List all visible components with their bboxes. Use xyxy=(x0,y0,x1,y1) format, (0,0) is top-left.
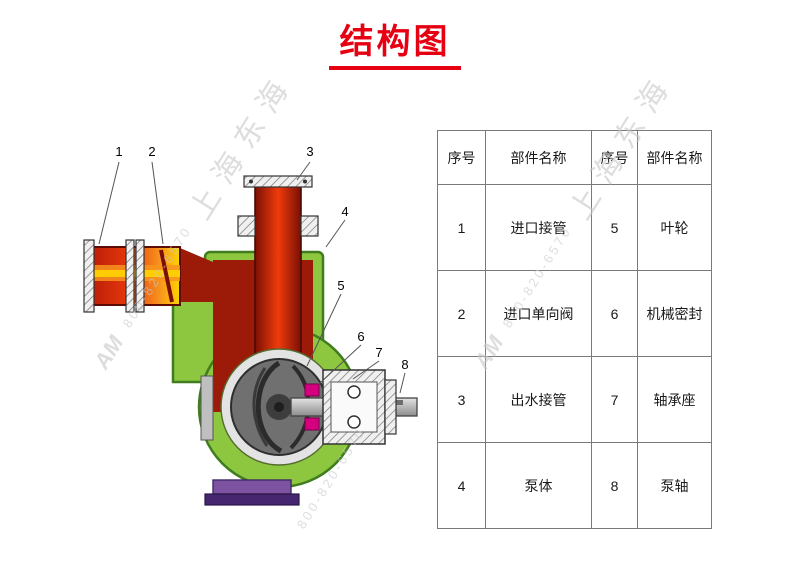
bearing-housing xyxy=(322,369,397,445)
leader-4 xyxy=(325,219,346,248)
pump-structure-diagram: 1 2 3 4 5 6 7 8 xyxy=(55,130,425,535)
title-underline xyxy=(329,66,461,70)
callout-8: 8 xyxy=(401,357,408,372)
inlet-pipe xyxy=(83,239,181,313)
pump-diagram-svg: 1 2 3 4 5 6 7 8 xyxy=(83,144,418,506)
callout-5: 5 xyxy=(337,278,344,293)
callout-1: 1 xyxy=(115,144,122,159)
table-header-row: 序号 部件名称 序号 部件名称 xyxy=(437,130,712,185)
cell-index: 2 xyxy=(437,270,486,357)
leader-6 xyxy=(318,344,362,385)
leader-8 xyxy=(399,372,406,394)
leader-1 xyxy=(98,161,120,245)
header-index-2: 序号 xyxy=(591,130,638,185)
impeller-blade-1 xyxy=(255,360,283,454)
cell-index: 4 xyxy=(437,442,486,529)
check-valve-flap xyxy=(159,249,174,303)
cell-part-name: 进口单向阀 xyxy=(485,270,592,357)
impeller-blade-3 xyxy=(252,367,269,447)
page-title: 结构图 xyxy=(339,23,451,61)
callout-4: 4 xyxy=(341,204,348,219)
cell-index: 7 xyxy=(591,356,638,443)
bearing-ball-top xyxy=(347,385,361,399)
casing-neck-flange-right xyxy=(300,215,319,237)
flange-bolt-right xyxy=(303,179,307,184)
callouts: 1 2 3 4 5 6 7 8 xyxy=(98,144,409,394)
header-part-name-2: 部件名称 xyxy=(637,130,712,185)
callout-6: 6 xyxy=(357,329,364,344)
cell-index: 6 xyxy=(591,270,638,357)
parts-table: 序号 部件名称 序号 部件名称 1 进口接管 5 叶轮 2 进口单向阀 6 机械… xyxy=(437,130,712,529)
cell-index: 1 xyxy=(437,184,486,271)
table-row: 4 泵体 8 泵轴 xyxy=(437,442,712,529)
table-row: 3 出水接管 7 轴承座 xyxy=(437,356,712,443)
leader-2 xyxy=(151,161,164,245)
bearing-end-cap xyxy=(384,379,397,435)
base-block xyxy=(212,479,292,495)
inlet-flange-joint-a xyxy=(125,239,135,313)
impeller-hub-center xyxy=(274,402,284,412)
discharge-top-flange xyxy=(243,175,313,188)
cell-part-name: 轴承座 xyxy=(637,356,712,443)
cell-part-name: 机械密封 xyxy=(637,270,712,357)
seal-lower xyxy=(304,417,320,431)
cell-part-name: 叶轮 xyxy=(637,184,712,271)
cell-index: 3 xyxy=(437,356,486,443)
mechanical-seal xyxy=(304,383,320,431)
cell-part-name: 出水接管 xyxy=(485,356,592,443)
table-row: 1 进口接管 5 叶轮 xyxy=(437,184,712,271)
leader-5 xyxy=(306,293,342,367)
flange-bolt-left xyxy=(249,179,253,184)
cell-index: 8 xyxy=(591,442,638,529)
callout-3: 3 xyxy=(306,144,313,159)
leader-3 xyxy=(296,161,311,181)
cell-part-name: 进口接管 xyxy=(485,184,592,271)
table-row: 2 进口单向阀 6 机械密封 xyxy=(437,270,712,357)
suction-cover xyxy=(200,375,214,441)
header-index-1: 序号 xyxy=(437,130,486,185)
pump-base xyxy=(204,479,300,506)
base-plate xyxy=(204,493,300,506)
cell-part-name: 泵体 xyxy=(485,442,592,529)
inlet-flange-joint-b xyxy=(135,239,145,313)
cell-part-name: 泵轴 xyxy=(637,442,712,529)
fluid-elbow xyxy=(180,248,213,302)
inlet-flange-left xyxy=(83,239,95,313)
leader-7 xyxy=(352,360,380,380)
seal-upper xyxy=(304,383,320,397)
casing-neck-flange-left xyxy=(237,215,256,237)
callout-2: 2 xyxy=(148,144,155,159)
header-part-name-1: 部件名称 xyxy=(485,130,592,185)
callout-7: 7 xyxy=(375,345,382,360)
cell-index: 5 xyxy=(591,184,638,271)
bearing-ball-bottom xyxy=(347,415,361,429)
